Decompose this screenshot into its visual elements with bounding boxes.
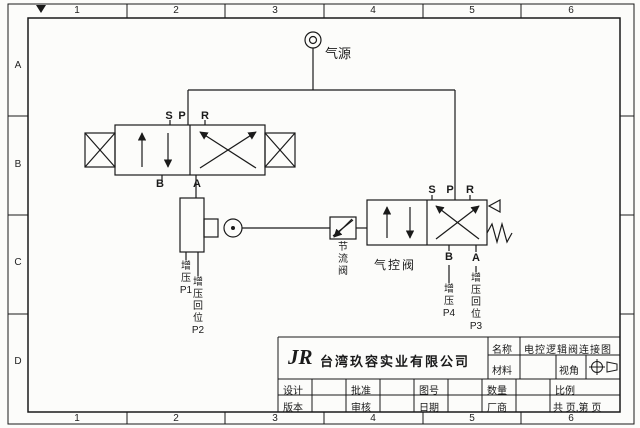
zone-col-2: 2 <box>173 5 179 16</box>
label-boost-return-p3: 增 压 回 位 P3 <box>469 273 483 332</box>
field-scale-label: 比例 <box>555 386 575 397</box>
throttle-valve-label: 节 流 阀 <box>338 242 348 277</box>
zone-col-5: 5 <box>469 5 475 16</box>
zone-col-1: 1 <box>74 5 80 16</box>
valve1-port-s: S <box>165 110 173 122</box>
valve2-port-p: P <box>446 184 454 196</box>
valve2-port-b: B <box>445 251 453 263</box>
return-spring-icon <box>486 221 513 245</box>
zone-col-3b: 3 <box>272 413 278 424</box>
company-logo: JR <box>288 345 313 369</box>
field-approve-label: 批准 <box>351 386 371 397</box>
valve2-port-a: A <box>472 252 480 264</box>
field-check-label: 审核 <box>351 403 371 414</box>
zone-col-3: 3 <box>272 5 278 16</box>
label-boost-return-p2: 增 压 回 位 P2 <box>191 277 205 336</box>
pilot-triangle-icon <box>487 198 501 214</box>
booster-cylinder <box>179 197 330 276</box>
field-name-value: 电控逻辑阀连接图 <box>524 345 612 356</box>
zone-col-1b: 1 <box>74 413 80 424</box>
field-vendor-label: 厂商 <box>487 403 507 414</box>
zone-col-2b: 2 <box>173 413 179 424</box>
field-pages-label: 共 页,第 页 <box>553 403 602 414</box>
title-block-grid <box>277 336 620 412</box>
valve1-port-b: B <box>156 178 164 190</box>
zone-row-b: B <box>14 159 22 170</box>
zone-row-c: C <box>14 257 22 268</box>
projection-symbol-icon <box>589 359 618 375</box>
field-material-label: 材料 <box>492 366 512 377</box>
pilot-valve-body <box>366 195 488 283</box>
zone-row-a: A <box>14 60 22 71</box>
field-view-label: 视角 <box>559 366 579 377</box>
label-boost-p4: 增 压 P4 <box>442 284 456 319</box>
zone-row-d: D <box>14 356 22 367</box>
valve1-port-a: A <box>193 178 201 190</box>
air-source-label: 气源 <box>325 46 352 61</box>
solenoid-coil-left-icon <box>84 132 116 168</box>
valve2-port-r: R <box>466 184 474 196</box>
zone-col-6b: 6 <box>568 413 574 424</box>
main-air-lines <box>187 89 456 200</box>
field-drawingno-label: 图号 <box>419 386 439 397</box>
valve2-port-s: S <box>428 184 436 196</box>
label-boost-p1: 增 压 P1 <box>179 261 193 296</box>
valve1-port-r: R <box>201 110 209 122</box>
field-quantity-label: 数量 <box>487 386 507 397</box>
valve1-port-p: P <box>178 110 186 122</box>
solenoid-coil-right-icon <box>264 132 296 168</box>
zone-ticks <box>8 4 634 424</box>
field-version-label: 版本 <box>283 403 303 414</box>
company-name: 台湾玖容实业有限公司 <box>320 354 471 369</box>
field-design-label: 设计 <box>283 386 303 397</box>
zone-col-6: 6 <box>568 5 574 16</box>
air-source-symbol <box>304 31 322 90</box>
field-date-label: 日期 <box>419 403 439 414</box>
zone-col-5b: 5 <box>469 413 475 424</box>
zone-col-4b: 4 <box>370 413 376 424</box>
throttle-valve-icon <box>329 216 367 240</box>
registration-mark-icon <box>36 5 46 13</box>
pilot-valve-label: 气控阀 <box>374 258 417 272</box>
zone-col-4: 4 <box>370 5 376 16</box>
field-name-label: 名称 <box>492 345 512 356</box>
